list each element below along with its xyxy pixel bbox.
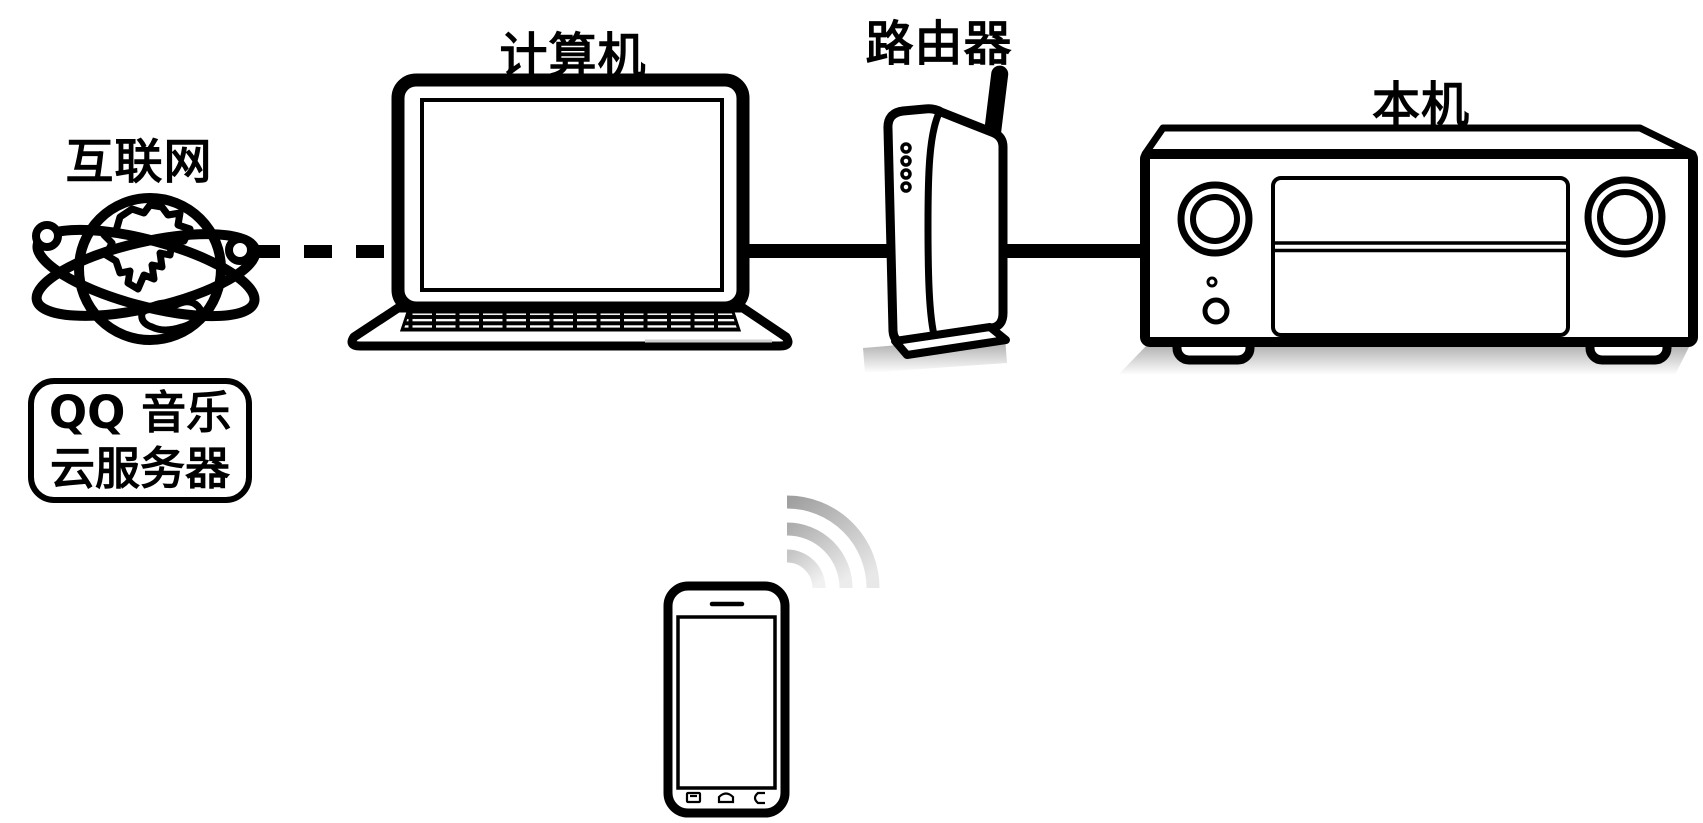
router-label: 路由器 [865, 16, 1013, 72]
server-label-line2: 云服务器 [49, 441, 230, 495]
router-icon [863, 65, 1010, 373]
av-receiver-icon [1118, 124, 1698, 375]
unit-label: 本机 [1371, 77, 1471, 133]
qq-music-cloud-server-box: QQ 音乐 云服务器 [28, 378, 252, 503]
phone-nav-icons [685, 791, 765, 805]
internet-label: 互联网 [65, 134, 213, 190]
connection-internet-computer [252, 245, 400, 258]
connection-computer-router [740, 244, 892, 258]
server-label-line1: QQ 音乐 [48, 385, 232, 439]
laptop-icon [347, 73, 793, 351]
connection-router-unit [1000, 244, 1148, 258]
wifi-signal-icon [786, 495, 880, 589]
globe-orbit-icon [31, 193, 261, 345]
smartphone-icon [663, 581, 790, 818]
